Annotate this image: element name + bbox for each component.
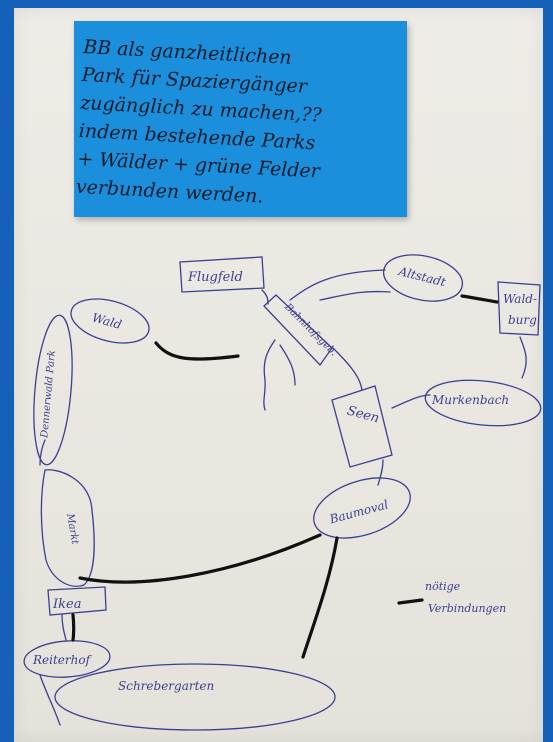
label-waldburg-2: burg <box>508 313 537 327</box>
wald-ellipse <box>70 298 150 344</box>
label-schrebergarten: Schrebergarten <box>118 679 214 693</box>
label-legend-1: nötige <box>425 580 461 593</box>
legend-line <box>397 598 424 605</box>
flugfeld-box <box>179 256 265 293</box>
label-reiterhof: Reiterhof <box>32 653 93 667</box>
reiterhof-ellipse <box>23 640 111 678</box>
label-ikea: Ikea <box>52 597 81 612</box>
dennerwald-ellipse <box>33 314 73 466</box>
needed-link-baumoval-schrebergarten <box>301 536 339 659</box>
label-wald: Wald <box>91 311 124 332</box>
label-altstadt: Altstadt <box>396 264 447 289</box>
bahnhof-box <box>263 294 333 367</box>
baumoval-ellipse <box>313 477 411 539</box>
needed-link-altstadt-waldburg <box>460 294 499 304</box>
label-seen: Seen <box>345 403 380 426</box>
label-markt: Markt <box>64 512 81 546</box>
ikea-box <box>47 586 107 616</box>
schrebergarten-ellipse <box>54 663 336 731</box>
seen-box <box>331 385 393 468</box>
murkenbach-ellipse <box>424 379 542 427</box>
needed-link-wald <box>154 341 240 361</box>
label-dennerwald: Dennerwald Park <box>39 350 58 440</box>
needed-link-ikea-reiterhof <box>71 613 76 642</box>
label-bahnhof: Bahnhofsgeb. <box>282 301 340 359</box>
label-murkenbach: Murkenbach <box>431 393 509 407</box>
label-waldburg-1: Wald- <box>503 292 537 306</box>
label-legend-2: Verbindungen <box>428 602 506 615</box>
waldburg-box <box>497 281 541 336</box>
needed-link-markt-baumoval <box>78 533 322 584</box>
label-flugfeld: Flugfeld <box>187 270 243 285</box>
sticky-note: BB als ganzheitlichen Park für Spaziergä… <box>74 21 407 217</box>
markt-ikea-shape <box>40 469 95 587</box>
label-baumoval: Baumoval <box>327 497 390 526</box>
